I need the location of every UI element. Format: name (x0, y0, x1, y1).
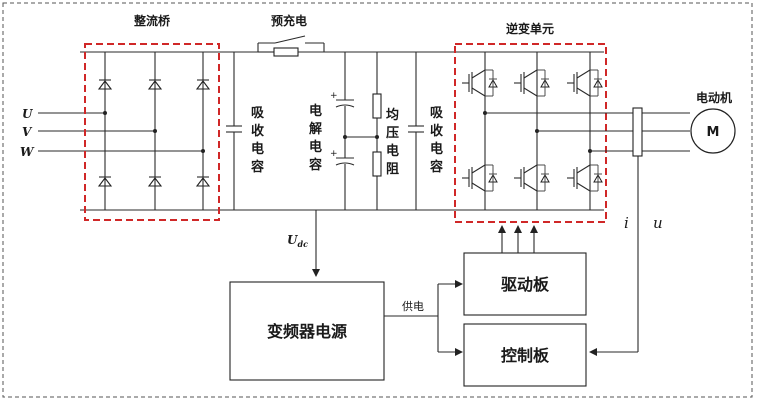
balance-resistors: 均 压 电 阻 (372, 52, 399, 210)
balance-resistor-char: 均 (386, 107, 399, 123)
absorb-cap-1-char: 电 (251, 141, 264, 157)
igbt-icon (514, 69, 550, 97)
motor-label: 电动机 (696, 90, 732, 105)
diode-icon (195, 79, 211, 90)
udc-label: Udc (287, 233, 308, 249)
absorb-cap-2-char: 吸 (430, 106, 444, 121)
diode-icon (97, 176, 113, 187)
electrolytic-cap-char: 容 (308, 157, 322, 173)
inverter-unit: 逆变单元 (454, 21, 607, 223)
udc-feed: Udc (287, 210, 320, 277)
motor-symbol: M (707, 125, 720, 140)
drive-signals (498, 225, 538, 253)
electrolytic-cap-char: 电 (309, 103, 322, 119)
absorb-capacitor-1: 吸 收 电 容 (226, 52, 265, 210)
precharge-resistor (273, 47, 299, 57)
balance-resistor-char: 阻 (386, 162, 399, 177)
phase-v-label: V (22, 125, 33, 139)
electrolytic-capacitors: + + 电 解 电 容 (308, 52, 377, 210)
resistor (372, 151, 382, 177)
balance-resistor-char: 电 (386, 143, 399, 159)
rectifier-bridge: 整流桥 (84, 13, 220, 221)
absorb-cap-2-char: 收 (430, 123, 444, 139)
phase-u-label: U (22, 107, 34, 121)
electrolytic-cap-char: 解 (308, 121, 322, 137)
absorb-cap-1-char: 容 (250, 159, 264, 175)
diode-icon (97, 79, 113, 90)
inverter-dashed-box (454, 43, 607, 223)
feedback-path: i u (589, 156, 663, 356)
rectifier-dashed-box (84, 43, 220, 221)
voltage-symbol: u (653, 214, 663, 232)
diode-icon (195, 176, 211, 187)
motor-output: M 电动机 (485, 90, 736, 157)
control-board-box (463, 323, 587, 387)
three-phase-input: U V W (20, 107, 203, 159)
power-supply-box (229, 281, 385, 381)
precharge-label: 预充电 (271, 13, 307, 28)
outer-frame (2, 2, 753, 398)
plus-sign: + (330, 91, 338, 101)
absorb-capacitor-2: 吸 收 电 容 (408, 52, 444, 210)
current-symbol: i (624, 214, 629, 232)
diode-icon (147, 79, 163, 90)
resistor (372, 93, 382, 119)
precharge-circuit: 预充电 (257, 13, 325, 57)
motor-icon (690, 108, 736, 154)
igbt-icon (567, 69, 603, 97)
absorb-cap-2-char: 容 (429, 159, 443, 175)
supply-lines: 供电 (384, 280, 463, 356)
power-supply-label: 变频器电源 (267, 322, 347, 341)
igbt-icon (514, 164, 550, 192)
control-board-label: 控制板 (501, 346, 550, 365)
balance-resistor-char: 压 (386, 126, 399, 141)
drive-board-label: 驱动板 (501, 275, 550, 294)
absorb-cap-1-char: 吸 (251, 106, 265, 121)
dc-bus (80, 51, 604, 211)
phase-w-label: W (20, 145, 35, 159)
supply-label: 供电 (402, 299, 424, 313)
plus-sign: + (330, 149, 338, 159)
drive-board-box (463, 252, 587, 316)
absorb-cap-1-char: 收 (251, 123, 265, 139)
diode-icon (147, 176, 163, 187)
igbt-icon (567, 164, 603, 192)
electrolytic-cap-char: 电 (309, 139, 322, 155)
igbt-icon (462, 164, 498, 192)
absorb-cap-2-char: 电 (430, 141, 443, 157)
inverter-label: 逆变单元 (506, 21, 554, 36)
current-sensor (632, 107, 643, 157)
igbt-icon (462, 69, 498, 97)
rectifier-label: 整流桥 (133, 13, 171, 28)
